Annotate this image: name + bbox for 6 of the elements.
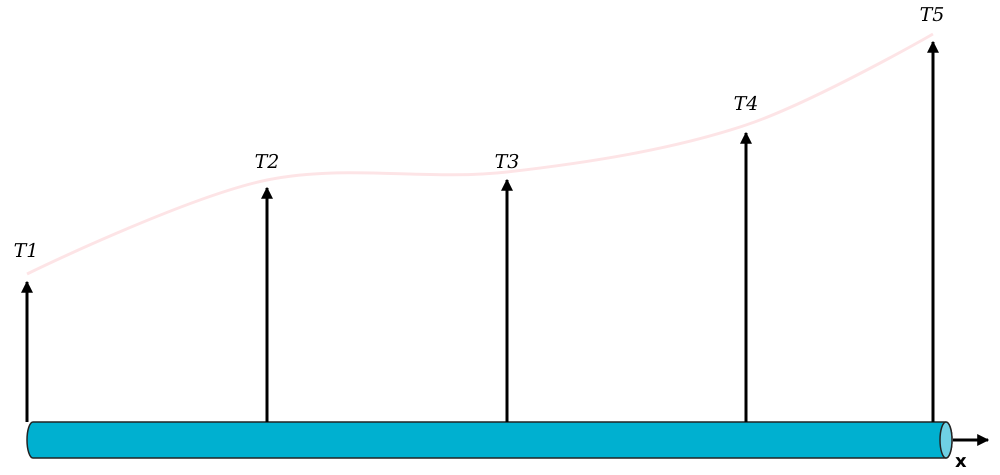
temperature-label: T5 [920,4,944,26]
axis-label: x [955,451,967,473]
temperature-label: T1 [14,240,38,262]
temperature-label: T3 [494,151,520,173]
temperature-label: T2 [254,151,280,173]
temperature-label: T4 [734,93,758,115]
